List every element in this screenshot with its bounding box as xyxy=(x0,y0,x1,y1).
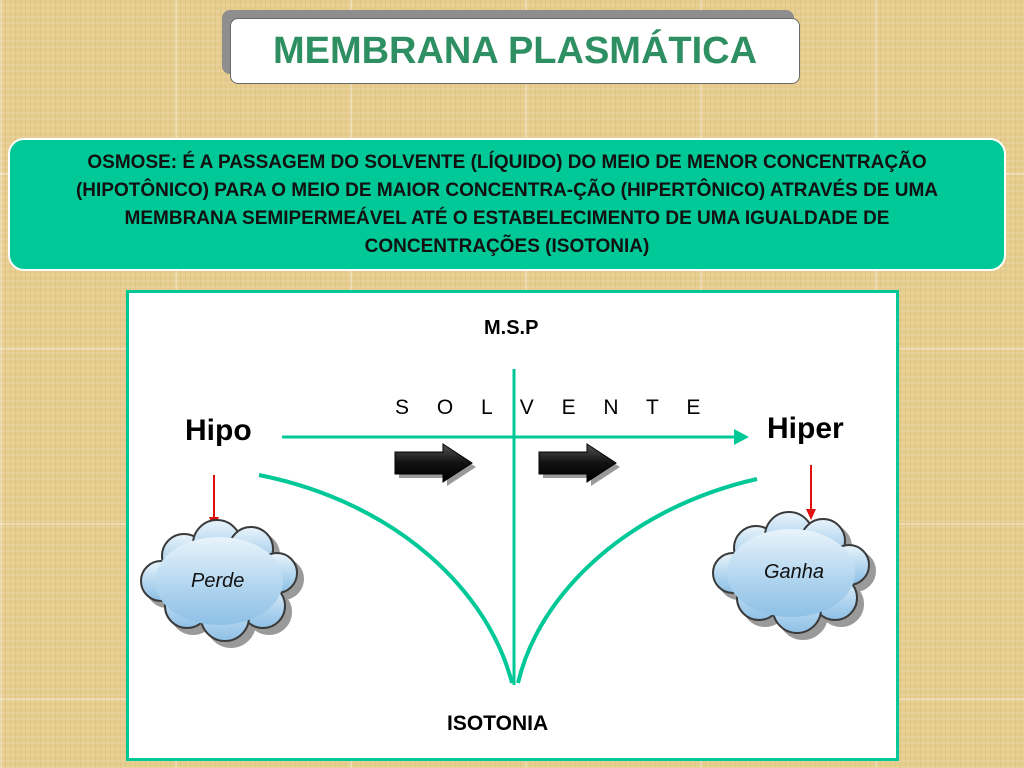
hypotonic-label: Hipo xyxy=(185,414,252,447)
down-arrow-icon xyxy=(806,465,816,520)
loses-label: Perde xyxy=(191,570,245,592)
definition-text: OSMOSE: É A PASSAGEM DO SOLVENTE (LÍQUID… xyxy=(75,151,939,257)
definition-box: OSMOSE: É A PASSAGEM DO SOLVENTE (LÍQUID… xyxy=(8,138,1006,271)
hypertonic-label: Hiper xyxy=(767,412,844,445)
left-curve xyxy=(258,473,514,684)
title-box: MEMBRANA PLASMÁTICA xyxy=(230,18,800,84)
diagram-panel: M.S.P S O L V E N T E Hipo Hiper ISOTONI… xyxy=(126,290,899,761)
solvent-label: S O L V E N T E xyxy=(395,396,712,419)
isotonia-label: ISOTONIA xyxy=(447,712,549,735)
osmosis-diagram xyxy=(140,369,876,685)
right-arrow-icon xyxy=(394,443,476,486)
gains-label: Ganha xyxy=(764,561,825,583)
solvent-arrow xyxy=(282,429,749,445)
cloud-icon xyxy=(712,511,876,640)
right-curve xyxy=(516,477,758,684)
cloud-icon xyxy=(140,519,304,648)
right-arrow-icon xyxy=(538,443,620,486)
page-title: MEMBRANA PLASMÁTICA xyxy=(272,29,758,72)
membrane-label: M.S.P xyxy=(484,317,539,339)
